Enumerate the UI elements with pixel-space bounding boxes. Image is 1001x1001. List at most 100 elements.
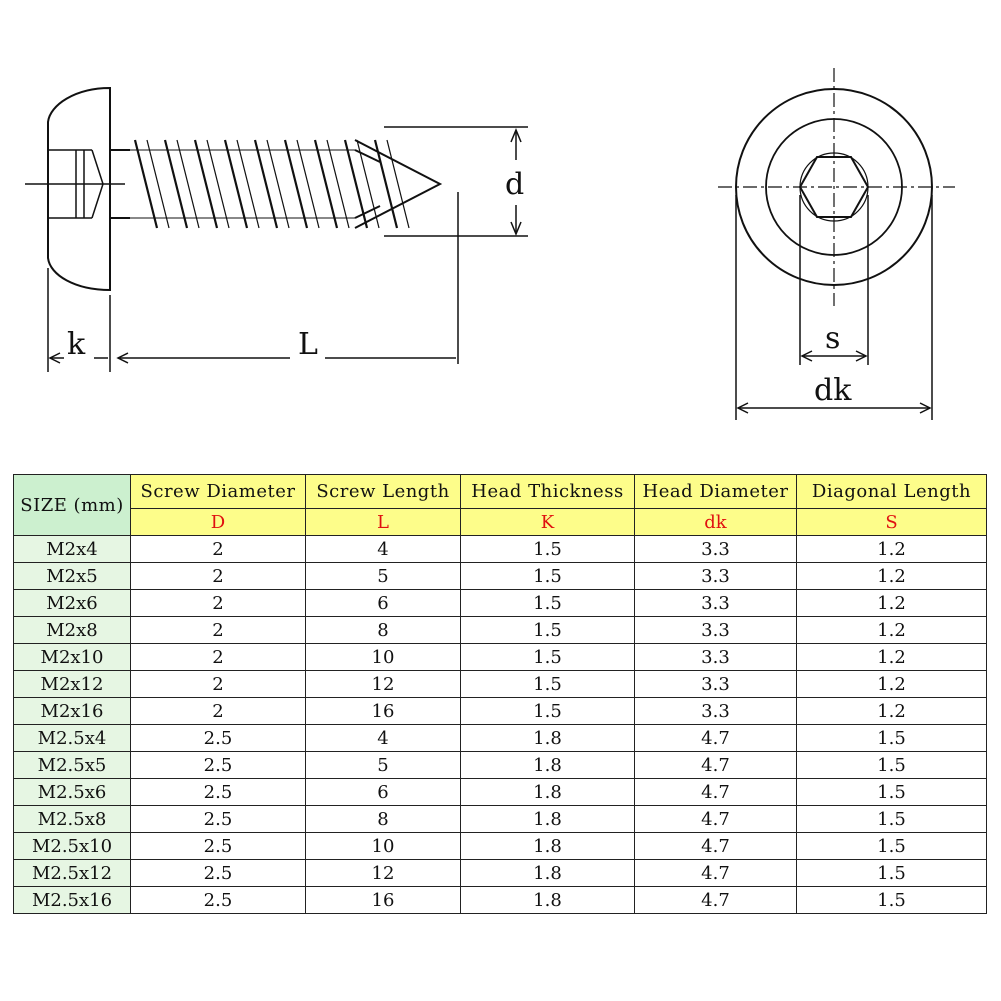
- value-cell: 1.5: [796, 724, 987, 752]
- size-cell: M2x5: [13, 562, 131, 590]
- value-cell: 3.3: [634, 643, 797, 671]
- value-cell: 3.3: [634, 589, 797, 617]
- value-cell: 1.5: [460, 670, 635, 698]
- column-symbol: L: [305, 508, 461, 536]
- value-cell: 1.8: [460, 751, 635, 779]
- value-cell: 1.8: [460, 778, 635, 806]
- thread-line: [133, 139, 159, 229]
- value-cell: 4.7: [634, 724, 797, 752]
- value-cell: 1.2: [796, 616, 987, 644]
- value-cell: 6: [305, 778, 461, 806]
- value-cell: 4.7: [634, 751, 797, 779]
- value-cell: 1.5: [460, 643, 635, 671]
- value-cell: 4.7: [634, 778, 797, 806]
- value-cell: 1.5: [460, 589, 635, 617]
- column-header: Head Diameter: [634, 474, 797, 509]
- screw-side-view: [25, 86, 443, 292]
- column-symbol: K: [460, 508, 635, 536]
- value-cell: 2.5: [130, 751, 306, 779]
- size-cell: M2x4: [13, 535, 131, 563]
- value-cell: 1.8: [460, 886, 635, 914]
- value-cell: 1.5: [460, 562, 635, 590]
- thread-line: [296, 139, 320, 229]
- thread-line: [193, 139, 219, 229]
- value-cell: 2.5: [130, 886, 306, 914]
- value-cell: 12: [305, 670, 461, 698]
- size-cell: M2.5x5: [13, 751, 131, 779]
- thread-line: [223, 139, 249, 229]
- screw-technical-drawing: d k L s dk: [25, 68, 955, 420]
- value-cell: 2: [130, 535, 306, 563]
- size-cell: M2.5x16: [13, 886, 131, 914]
- value-cell: 8: [305, 616, 461, 644]
- thread-line: [206, 139, 230, 229]
- thread-line: [266, 139, 290, 229]
- size-cell: M2x10: [13, 643, 131, 671]
- value-cell: 3.3: [634, 535, 797, 563]
- value-cell: 3.3: [634, 697, 797, 725]
- thread-line: [253, 139, 279, 229]
- value-cell: 2.5: [130, 805, 306, 833]
- screw-tip: [354, 139, 443, 229]
- label-dk: dk: [814, 373, 852, 408]
- value-cell: 1.8: [460, 859, 635, 887]
- value-cell: 3.3: [634, 670, 797, 698]
- value-cell: 1.5: [796, 778, 987, 806]
- value-cell: 6: [305, 589, 461, 617]
- dimension-k: [47, 268, 111, 372]
- column-header: Screw Diameter: [130, 474, 306, 509]
- value-cell: 1.5: [796, 832, 987, 860]
- dimension-s: [799, 195, 869, 365]
- value-cell: 16: [305, 697, 461, 725]
- size-cell: M2x12: [13, 670, 131, 698]
- screw-top-view: [718, 68, 955, 306]
- thread-line: [283, 139, 309, 229]
- size-cell: M2x16: [13, 697, 131, 725]
- column-header: Head Thickness: [460, 474, 635, 509]
- thread-line: [356, 139, 380, 229]
- value-cell: 1.2: [796, 697, 987, 725]
- value-cell: 4.7: [634, 886, 797, 914]
- size-cell: M2x8: [13, 616, 131, 644]
- thread-line: [386, 139, 410, 229]
- value-cell: 2: [130, 562, 306, 590]
- value-cell: 3.3: [634, 562, 797, 590]
- value-cell: 4.7: [634, 832, 797, 860]
- value-cell: 4.7: [634, 859, 797, 887]
- value-cell: 16: [305, 886, 461, 914]
- size-cell: M2.5x8: [13, 805, 131, 833]
- value-cell: 1.2: [796, 562, 987, 590]
- value-cell: 1.5: [796, 751, 987, 779]
- value-cell: 1.8: [460, 805, 635, 833]
- value-cell: 1.5: [460, 616, 635, 644]
- label-k: k: [67, 327, 86, 362]
- value-cell: 4: [305, 724, 461, 752]
- dimension-d: [384, 126, 528, 237]
- thread-line: [176, 139, 200, 229]
- screw-threads: [130, 139, 410, 229]
- value-cell: 5: [305, 751, 461, 779]
- value-cell: 1.2: [796, 535, 987, 563]
- value-cell: 1.5: [796, 859, 987, 887]
- value-cell: 2.5: [130, 859, 306, 887]
- value-cell: 1.2: [796, 670, 987, 698]
- size-cell: M2x6: [13, 589, 131, 617]
- value-cell: 1.8: [460, 724, 635, 752]
- size-cell: M2.5x6: [13, 778, 131, 806]
- column-header: Diagonal Length: [796, 474, 987, 509]
- value-cell: 5: [305, 562, 461, 590]
- value-cell: 1.5: [460, 535, 635, 563]
- value-cell: 2: [130, 643, 306, 671]
